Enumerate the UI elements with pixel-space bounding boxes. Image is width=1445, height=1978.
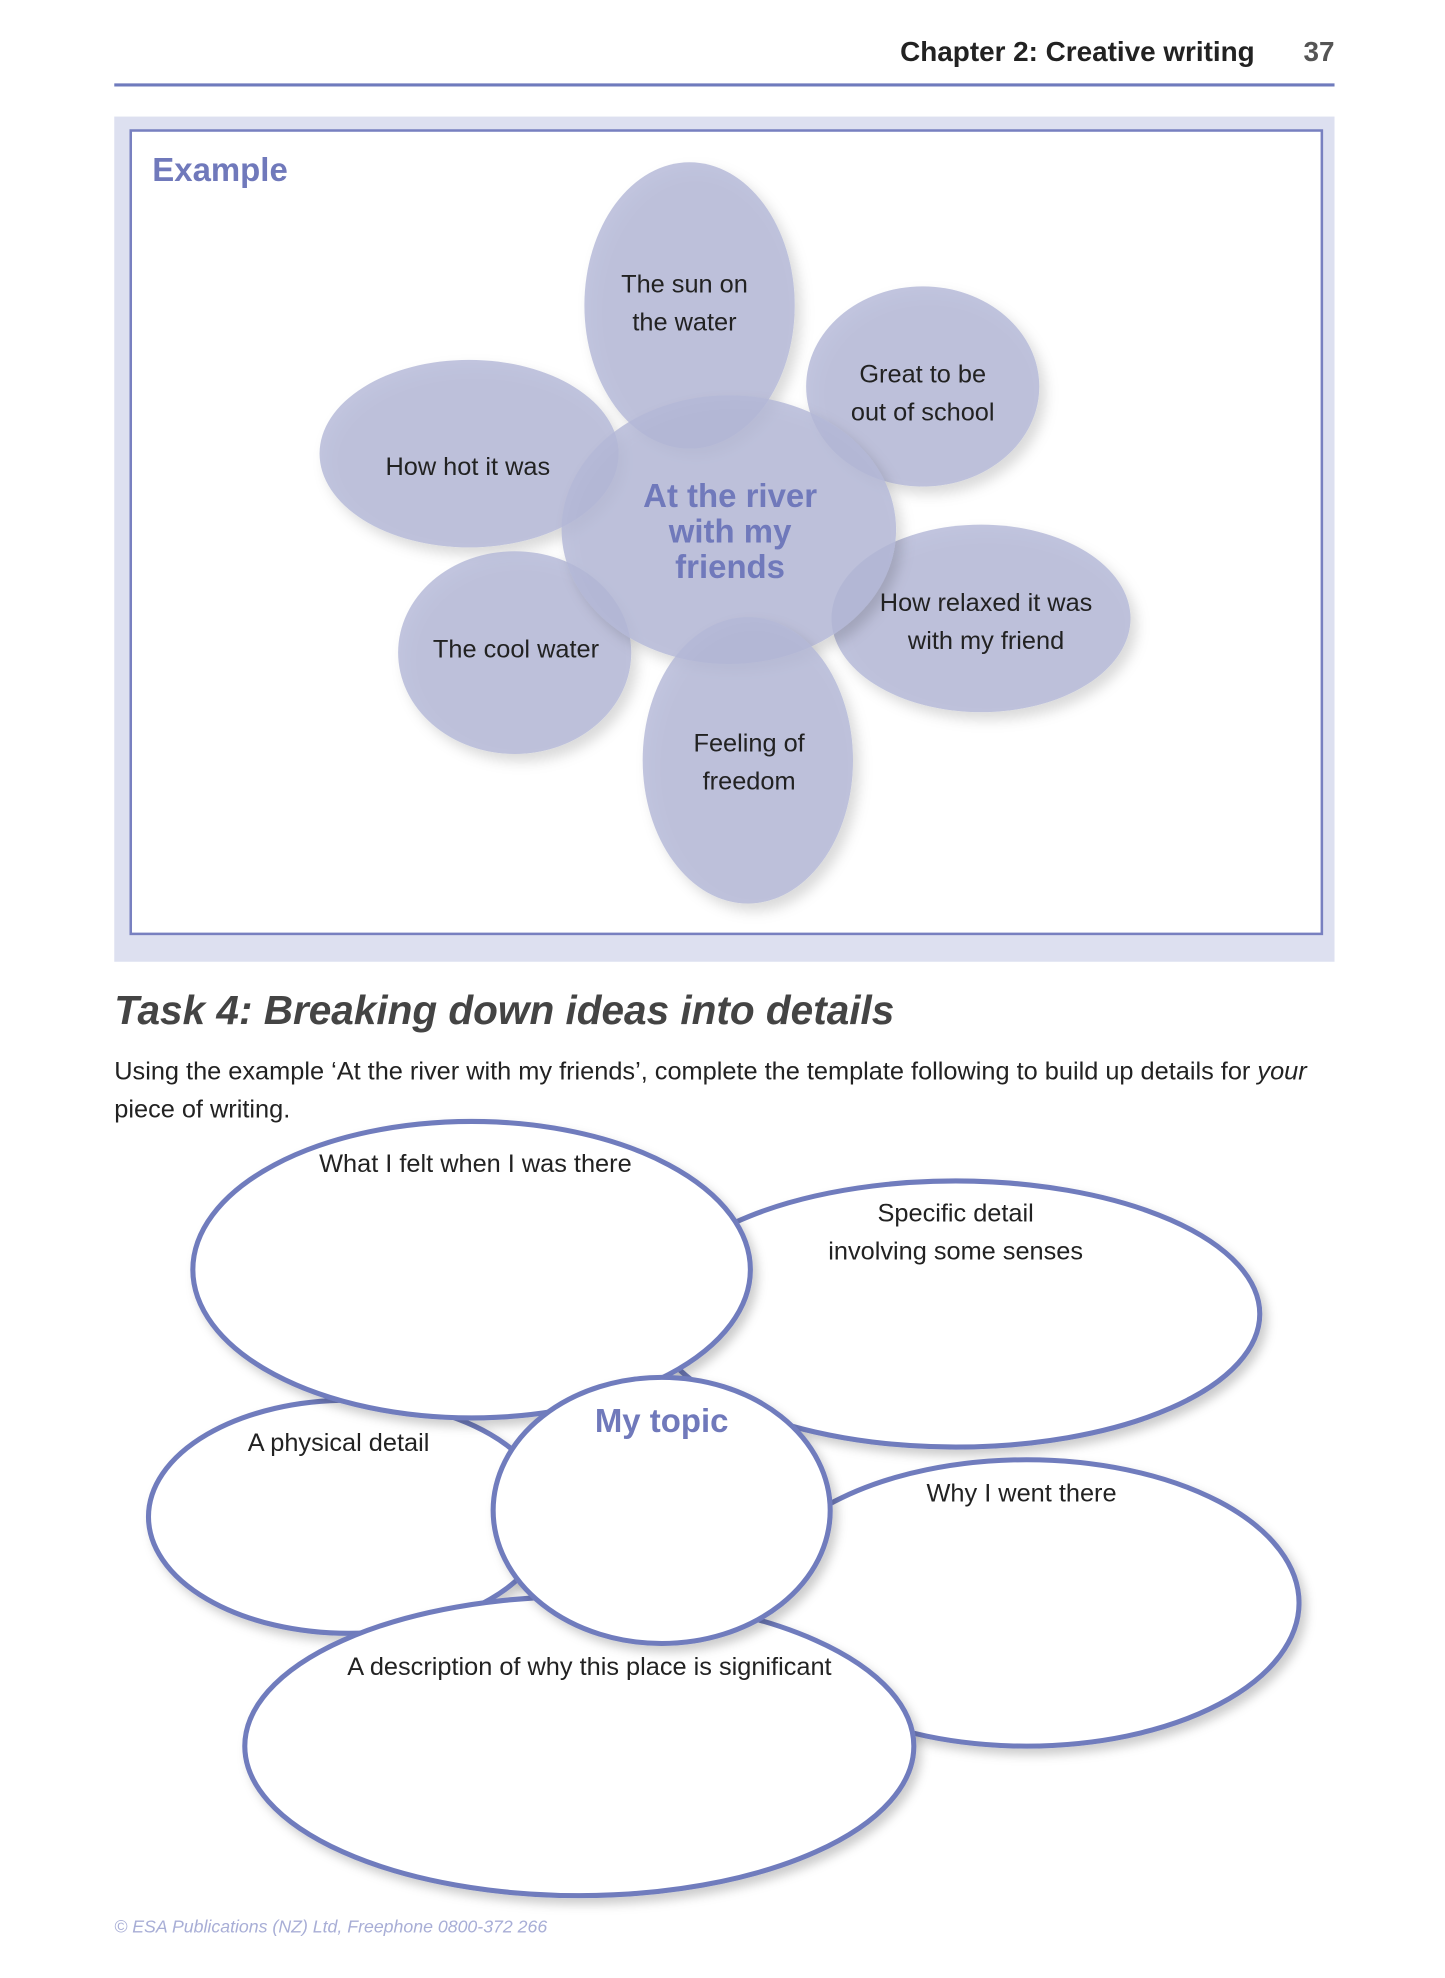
felt-area[interactable] [190, 1118, 753, 1421]
petal-hot [319, 359, 619, 548]
task-instruction-line2: piece of writing. [114, 1096, 290, 1124]
page-number: 37 [1304, 36, 1335, 67]
footer-copyright: © ESA Publications (NZ) Ltd, Freephone 0… [114, 1916, 547, 1936]
example-diagram: The sun on the water Great to be out of … [319, 162, 1131, 904]
petal-cool [398, 551, 632, 754]
physical-label: A physical detail [248, 1429, 430, 1457]
felt-label: What I felt when I was there [319, 1150, 632, 1178]
specific-label: Specific detail [878, 1200, 1034, 1228]
task-heading: Task 4: Breaking down ideas into details [114, 987, 894, 1033]
example-label: Example [152, 151, 287, 188]
petal-freedom [642, 617, 854, 904]
petal-text: How relaxed it was [880, 589, 1093, 617]
center-text: At the river [643, 477, 817, 514]
chapter-title: Chapter 2: Creative writing [900, 36, 1255, 67]
petal-text: out of school [851, 399, 995, 427]
petal-sun [584, 162, 795, 449]
petal-text: The cool water [433, 636, 600, 664]
petal-text: How hot it was [385, 453, 550, 481]
petal-text: freedom [703, 767, 796, 795]
description-label: A description of why this place is signi… [347, 1653, 831, 1681]
why-label: Why I went there [927, 1480, 1117, 1508]
petal-text: The sun on [621, 271, 748, 299]
petal-text: Feeling of [693, 729, 805, 757]
template-diagram: What I felt when I was there Specific de… [145, 1118, 1302, 1899]
center-ellipse [561, 395, 897, 664]
task-instruction: Using the example ‘At the river with my … [114, 1058, 1308, 1086]
center-text: with my [668, 512, 792, 549]
center-text: friends [675, 548, 785, 585]
petal-relaxed [831, 524, 1131, 713]
my-topic-label: My topic [595, 1402, 729, 1439]
petal-text: the water [632, 309, 737, 337]
petal-text: with my friend [907, 627, 1064, 655]
petal-school [806, 286, 1040, 487]
specific-label: involving some senses [828, 1238, 1083, 1266]
my-topic-area[interactable] [490, 1374, 833, 1647]
petal-text: Great to be [859, 361, 986, 389]
description-area[interactable] [242, 1594, 917, 1899]
